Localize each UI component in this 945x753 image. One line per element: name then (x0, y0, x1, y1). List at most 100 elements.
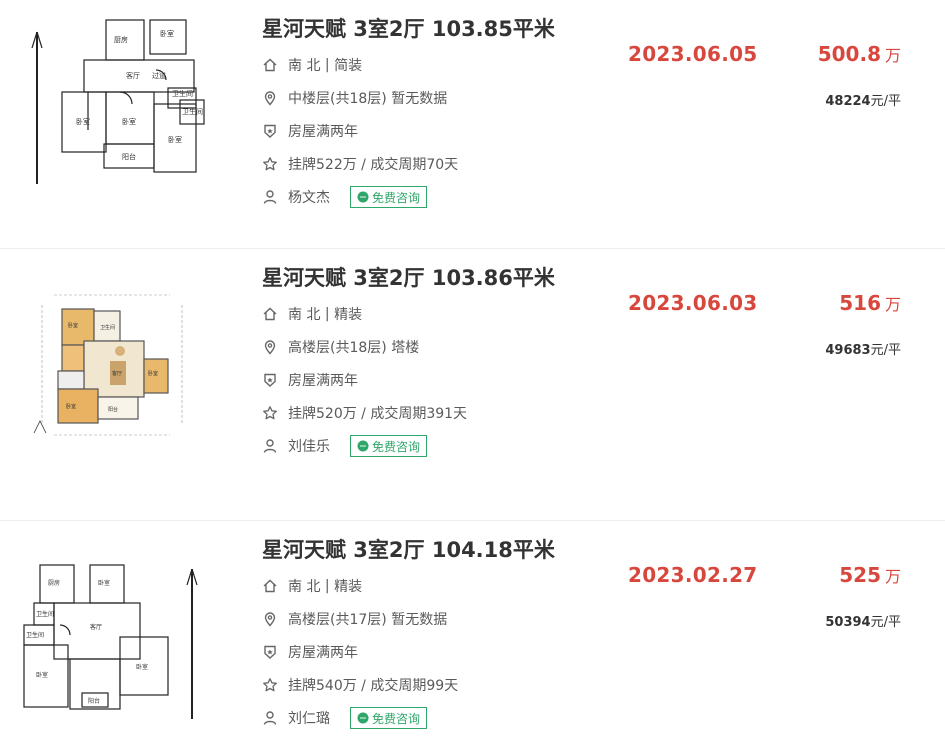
floorplan-label: 卫生间 (182, 107, 203, 116)
unit-price-suffix: 元/平 (870, 343, 901, 358)
agent-row: 刘佳乐 免费咨询 (262, 435, 555, 457)
floorplan-label: 卫生间 (36, 610, 54, 618)
agent-name[interactable]: 刘佳乐 (288, 439, 330, 455)
floorplan-image: 厨房 卧室 客厅 过道 卫生间 卫生间 卧室 卧室 卧室 阳台 (31, 19, 205, 184)
tag-text: 房屋满两年 (288, 373, 358, 389)
agent-name[interactable]: 杨文杰 (288, 190, 330, 206)
free-consult-button[interactable]: 免费咨询 (350, 435, 428, 457)
agent-name[interactable]: 刘仁璐 (288, 711, 330, 727)
floorplan-label: 阳台 (108, 406, 118, 413)
orientation-text: 南 北 (288, 58, 321, 74)
unit-price-suffix: 元/平 (870, 615, 901, 630)
floorplan-label: 卧室 (160, 29, 174, 38)
floorplan-label: 卧室 (168, 135, 182, 144)
tag-row: 房屋满两年 (262, 641, 555, 663)
floorplan-thumbnail[interactable]: 卧室 卫生间 客厅 卧室 卧室 阳台 (20, 271, 220, 451)
listing-title[interactable]: 星河天赋 3室2厅 103.85平米 (262, 17, 555, 41)
floor-text: 高楼层(共18层) 塔楼 (288, 340, 420, 356)
unit-price: 50394元/平 (825, 611, 901, 630)
listing-title[interactable]: 星河天赋 3室2厅 104.18平米 (262, 538, 555, 562)
floorplan-label: 卧室 (68, 322, 78, 329)
listing-card: 卧室 卫生间 客厅 卧室 卧室 阳台 星河天赋 3室2厅 103.86平米 南 … (0, 248, 945, 520)
floorplan-image: 厨房 卧室 客厅 卫生间 卫生间 卧室 卧室 阳台 (23, 564, 198, 719)
free-consult-label: 免费咨询 (372, 190, 421, 205)
listing-card: 厨房 卧室 客厅 卫生间 卫生间 卧室 卧室 阳台 星河天赋 3室2厅 104.… (0, 520, 945, 753)
decoration-text: 精装 (334, 307, 363, 323)
shield-badge-icon (262, 123, 278, 139)
agent-row: 刘仁璐 免费咨询 (262, 707, 555, 729)
free-consult-button[interactable]: 免费咨询 (350, 707, 428, 729)
listing-price-text: 挂牌520万 / 成交周期391天 (288, 406, 468, 422)
floorplan-thumbnail[interactable]: 厨房 卧室 客厅 过道 卫生间 卫生间 卧室 卧室 卧室 阳台 (20, 12, 220, 192)
floorplan-label: 卧室 (66, 403, 76, 410)
star-icon (262, 405, 278, 421)
star-icon (262, 677, 278, 693)
home-icon (262, 57, 278, 73)
floorplan-image: 卧室 卫生间 客厅 卧室 卧室 阳台 (33, 294, 183, 436)
tag-text: 房屋满两年 (288, 645, 358, 661)
deal-date: 2023.06.03 (628, 291, 758, 315)
orientation-text: 南 北 (288, 307, 321, 323)
chat-bubble-icon (357, 191, 369, 203)
listing-title[interactable]: 星河天赋 3室2厅 103.86平米 (262, 266, 555, 290)
user-icon (262, 438, 278, 454)
floor-text: 高楼层(共17层) 暂无数据 (288, 612, 448, 628)
shield-badge-icon (262, 372, 278, 388)
free-consult-button[interactable]: 免费咨询 (350, 186, 428, 208)
listing-price-text: 挂牌522万 / 成交周期70天 (288, 157, 459, 173)
total-price-value: 500.8 (817, 42, 881, 66)
location-pin-icon (262, 611, 278, 627)
user-icon (262, 189, 278, 205)
floor-info-row: 高楼层(共18层) 塔楼 (262, 336, 555, 358)
floorplan-label: 卧室 (136, 663, 148, 671)
decoration-text: 简装 (334, 58, 363, 74)
floorplan-label: 阳台 (88, 697, 100, 705)
house-info-row: 南 北 | 精装 (262, 575, 555, 597)
free-consult-label: 免费咨询 (372, 439, 421, 454)
unit-price: 49683元/平 (825, 339, 901, 358)
house-info-row: 南 北 | 精装 (262, 303, 555, 325)
star-icon (262, 156, 278, 172)
divider: | (320, 306, 335, 322)
chat-bubble-icon (357, 440, 369, 452)
house-info-row: 南 北 | 简装 (262, 54, 555, 76)
floorplan-label: 卫生间 (172, 89, 193, 98)
floorplan-label: 客厅 (90, 623, 102, 631)
total-price-unit: 万 (884, 295, 901, 314)
location-pin-icon (262, 90, 278, 106)
home-icon (262, 578, 278, 594)
floor-text: 中楼层(共18层) 暂无数据 (288, 91, 448, 107)
listing-price-row: 挂牌520万 / 成交周期391天 (262, 402, 555, 424)
decoration-text: 精装 (334, 579, 363, 595)
tag-row: 房屋满两年 (262, 120, 555, 142)
floorplan-label: 客厅 (126, 71, 140, 80)
location-pin-icon (262, 339, 278, 355)
deal-date: 2023.06.05 (628, 42, 758, 66)
user-icon (262, 710, 278, 726)
unit-price: 48224元/平 (825, 90, 901, 109)
floorplan-label: 卫生间 (26, 631, 44, 639)
agent-row: 杨文杰 免费咨询 (262, 186, 555, 208)
listing-info: 星河天赋 3室2厅 104.18平米 南 北 | 精装 高楼层(共17层) 暂无… (262, 535, 555, 740)
listing-price-text: 挂牌540万 / 成交周期99天 (288, 678, 459, 694)
floorplan-thumbnail[interactable]: 厨房 卧室 客厅 卫生间 卫生间 卧室 卧室 阳台 (20, 543, 220, 723)
divider: | (320, 57, 335, 73)
floorplan-label: 卧室 (36, 671, 48, 679)
floorplan-label: 卫生间 (100, 324, 115, 331)
unit-price-value: 49683 (825, 343, 871, 358)
shield-badge-icon (262, 644, 278, 660)
chat-bubble-icon (357, 712, 369, 724)
floorplan-label: 客厅 (112, 370, 122, 377)
unit-price-suffix: 元/平 (870, 94, 901, 109)
total-price-value: 516 (839, 291, 881, 315)
listing-price-row: 挂牌540万 / 成交周期99天 (262, 674, 555, 696)
orientation-text: 南 北 (288, 579, 321, 595)
tag-text: 房屋满两年 (288, 124, 358, 140)
floor-info-row: 中楼层(共18层) 暂无数据 (262, 87, 555, 109)
floorplan-label: 厨房 (48, 579, 60, 587)
floorplan-label: 卧室 (148, 370, 158, 377)
